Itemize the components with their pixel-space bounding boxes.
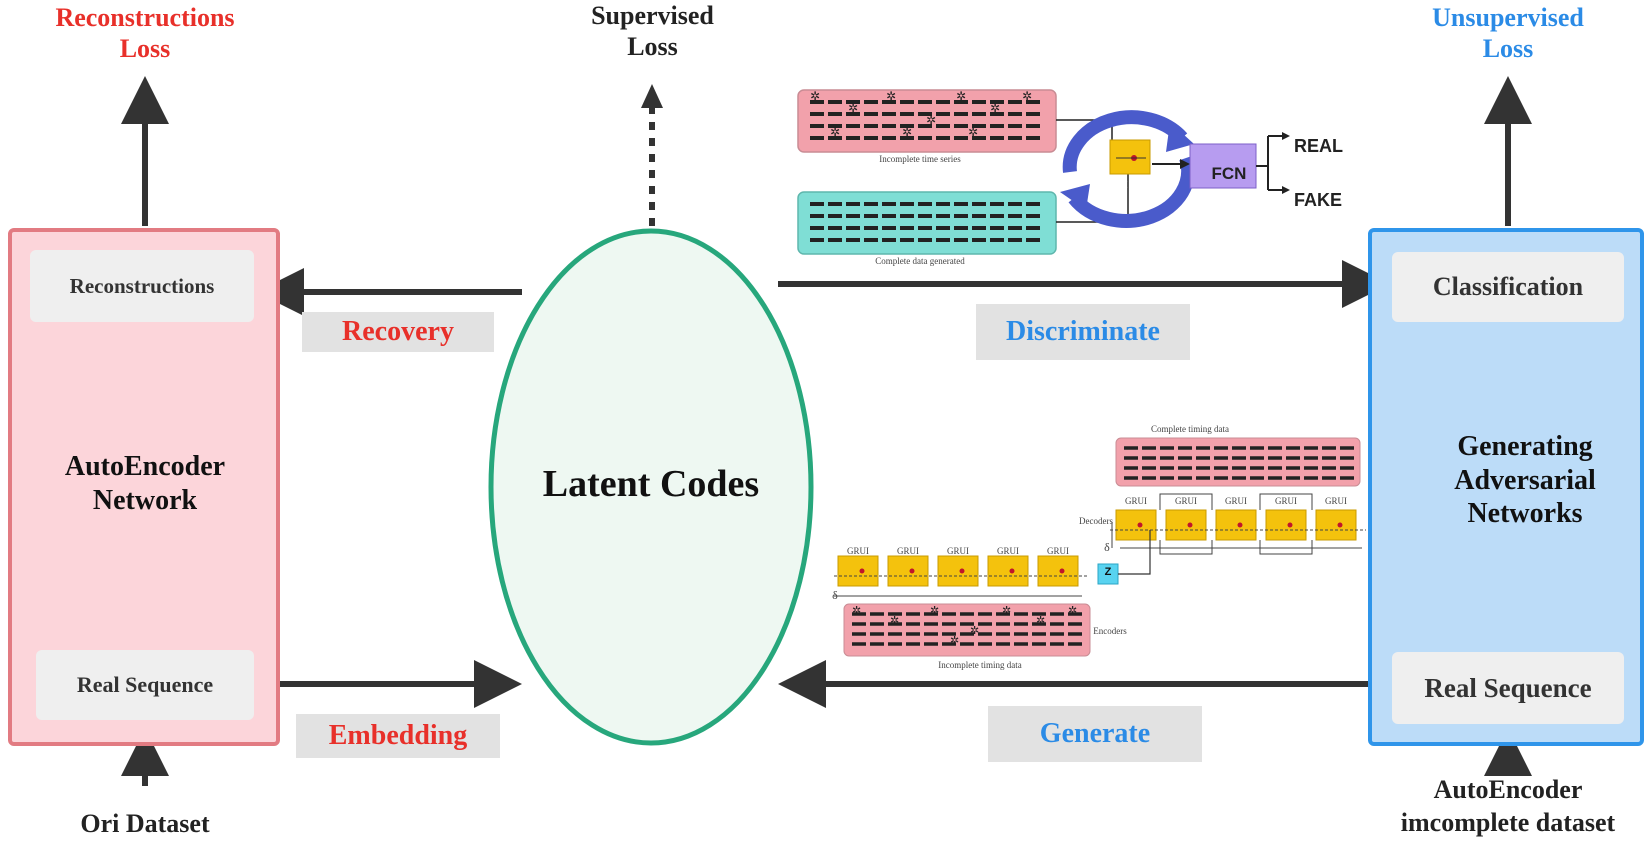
right-real-sequence-box: Real Sequence <box>1392 652 1624 724</box>
svg-text:✲: ✲ <box>950 634 959 647</box>
svg-text:✲: ✲ <box>926 113 936 127</box>
z-label: Z <box>1104 566 1112 578</box>
complete-timing-box <box>1115 437 1361 487</box>
decoder-cells <box>1115 509 1357 541</box>
svg-text:✲: ✲ <box>852 604 861 617</box>
encoder-grui-label-4: GRUI <box>997 546 1019 556</box>
left-real-sequence-box: Real Sequence <box>36 650 254 720</box>
fcn-box <box>1189 143 1257 189</box>
delta-encoder: δ <box>832 588 838 602</box>
complete-generated-caption: Complete data generated <box>875 256 965 266</box>
generate-label: Generate <box>988 706 1202 762</box>
svg-text:✲: ✲ <box>830 125 840 139</box>
recovery-label: Recovery <box>302 312 494 352</box>
svg-text:✲: ✲ <box>956 89 966 103</box>
grui-cell <box>1109 139 1151 175</box>
delta-decoder: δ <box>1104 540 1110 554</box>
decoders-label: Decoders <box>1079 516 1113 526</box>
complete-generated-box <box>797 191 1057 255</box>
ori-dataset-label: Ori Dataset <box>80 809 210 838</box>
decoder-grui-label-3: GRUI <box>1225 496 1247 506</box>
rotate-arrow-top <box>1062 110 1188 173</box>
svg-text:✲: ✲ <box>1002 604 1011 617</box>
latent-codes-ellipse <box>488 228 814 746</box>
decoder-grui-label-1: GRUI <box>1125 496 1147 506</box>
fake-label: FAKE <box>1294 190 1343 210</box>
svg-text:✲: ✲ <box>930 604 939 617</box>
svg-text:✲: ✲ <box>990 101 1000 115</box>
latent-codes-label: Latent Codes <box>542 463 760 505</box>
decoder-grui-label-5: GRUI <box>1325 496 1347 506</box>
supervised-loss-label: Supervised Loss <box>591 1 714 62</box>
incomplete-series-caption: Incomplete time series <box>879 154 961 164</box>
svg-text:✲: ✲ <box>1068 604 1077 617</box>
encoder-cells <box>837 555 1079 587</box>
incomplete-timing-caption: Incomplete timing data <box>938 660 1022 670</box>
gan-title: Generating Adversarial Networks <box>1454 431 1596 530</box>
fcn-label: FCN <box>1211 164 1247 183</box>
incomplete-dataset-label: AutoEncoder imcomplete dataset <box>1400 775 1616 837</box>
svg-text:✲: ✲ <box>968 125 978 139</box>
encoder-grui-label-2: GRUI <box>897 546 919 556</box>
discriminator-figure: ✲ ✲ ✲ ✲ ✲ ✲ ✲ ✲ ✲ ✲ GRUI <box>797 89 1290 255</box>
incomplete-timing-box <box>843 603 1091 657</box>
svg-text:✲: ✲ <box>902 125 912 139</box>
svg-text:✲: ✲ <box>890 614 899 627</box>
svg-text:✲: ✲ <box>1022 89 1032 103</box>
encoder-grui-label-5: GRUI <box>1047 546 1069 556</box>
discriminate-label: Discriminate <box>976 304 1190 360</box>
complete-timing-caption: Complete timing data <box>1151 424 1229 434</box>
real-label: REAL <box>1294 136 1343 156</box>
svg-text:✲: ✲ <box>970 624 979 637</box>
encoder-grui-label-3: GRUI <box>947 546 969 556</box>
svg-text:✲: ✲ <box>1036 614 1045 627</box>
decoder-grui-label-2: GRUI <box>1175 496 1197 506</box>
classification-box: Classification <box>1392 252 1624 322</box>
rotate-arrow-bottom <box>1068 155 1196 228</box>
encoder-grui-label-1: GRUI <box>847 546 869 556</box>
encoders-label: Encoders <box>1093 626 1127 636</box>
reconstructions-box: Reconstructions <box>30 250 254 322</box>
svg-text:✲: ✲ <box>886 89 896 103</box>
grui-caption: GRUI <box>1104 180 1128 190</box>
svg-text:✲: ✲ <box>848 101 858 115</box>
autoencoder-title: AutoEncoder Network <box>64 451 226 516</box>
reconstructions-loss-label: Reconstructions Loss <box>55 3 235 64</box>
generator-figure: ✲ ✲ ✲ ✲ ✲ ✲ ✲ ✲ <box>834 437 1366 657</box>
unsupervised-loss-label: Unsupervised Loss <box>1432 3 1584 64</box>
decoder-grui-label-4: GRUI <box>1275 496 1297 506</box>
svg-text:✲: ✲ <box>810 89 820 103</box>
embedding-label: Embedding <box>296 714 500 758</box>
